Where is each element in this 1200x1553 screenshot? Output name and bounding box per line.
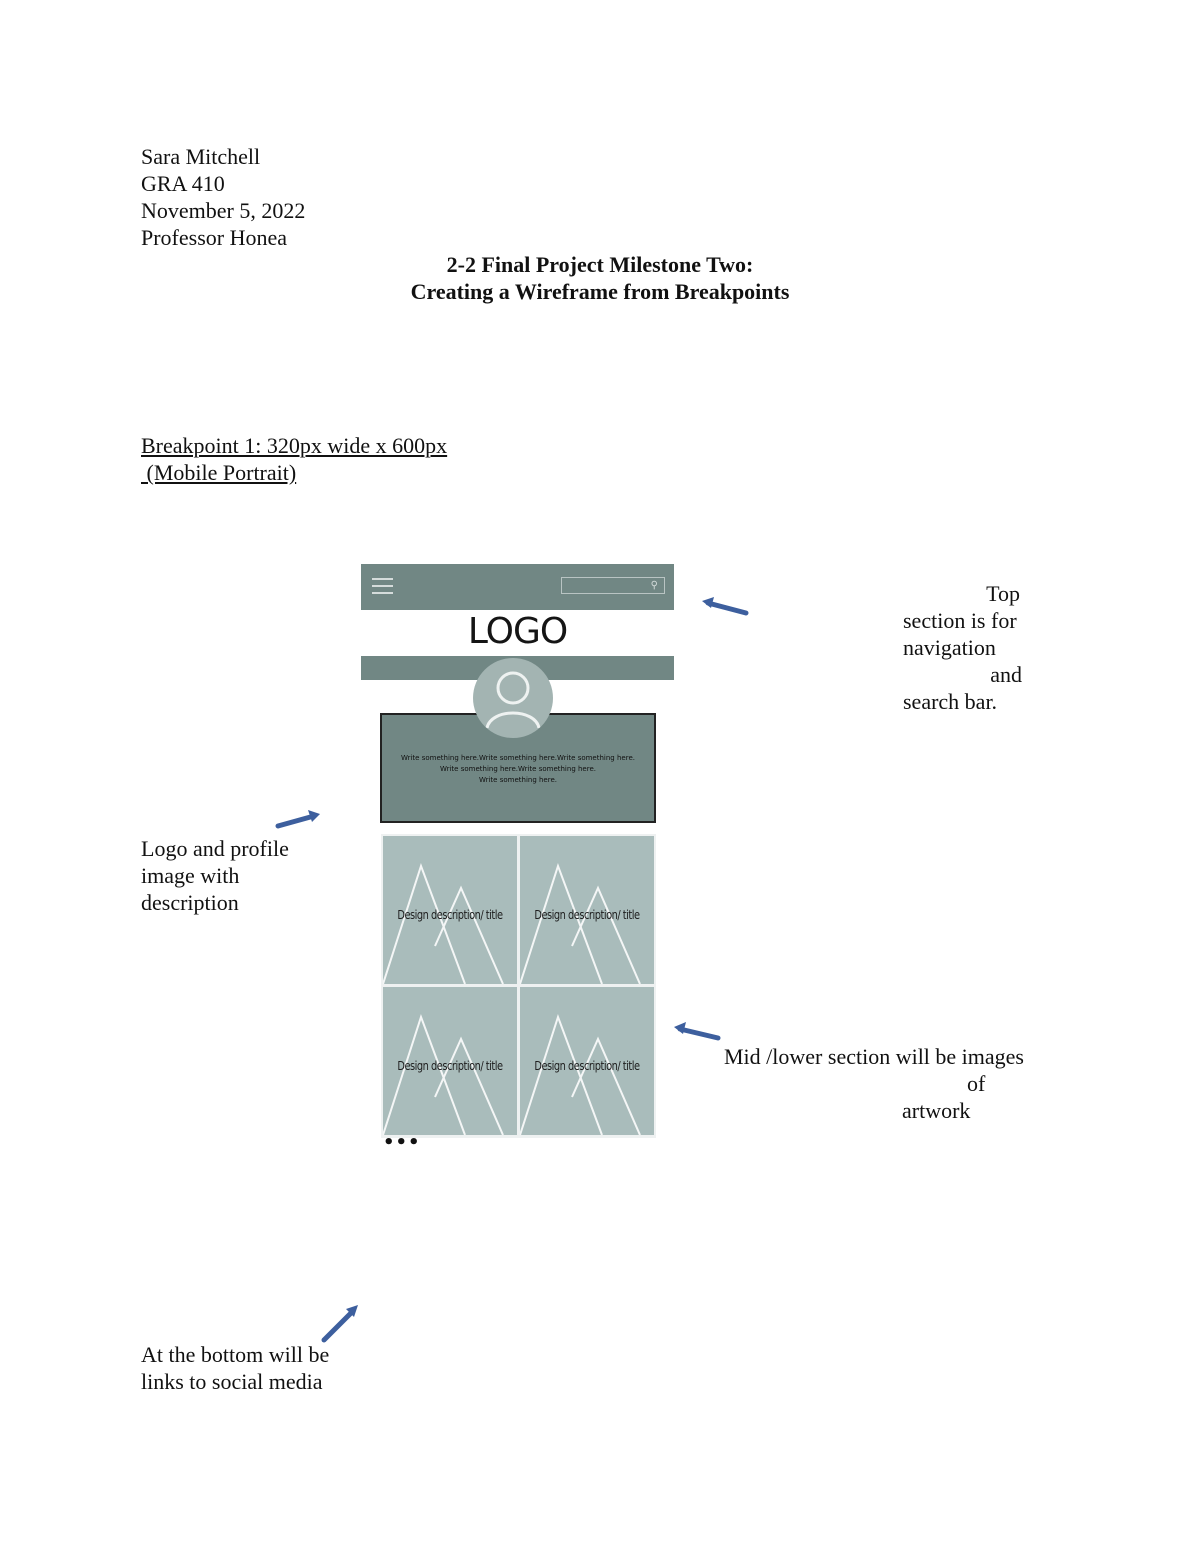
annotation-line: Top	[986, 581, 1020, 606]
course-code: GRA 410	[141, 171, 225, 196]
tile-label: Design description/ title	[534, 1059, 640, 1073]
author-name: Sara Mitchell	[141, 144, 261, 169]
artwork-tile: Design description/ title	[520, 987, 654, 1135]
profile-avatar-icon	[473, 658, 553, 738]
description-line: Write something here.Write something her…	[401, 754, 635, 762]
artwork-tile: Design description/ title	[383, 987, 517, 1135]
hamburger-menu-icon	[372, 578, 393, 596]
annotation-logo: Logo and profile image with description	[141, 835, 289, 916]
tile-label: Design description/ title	[534, 908, 640, 922]
artwork-tile: Design description/ title	[520, 836, 654, 984]
more-indicator: •••	[383, 1132, 421, 1153]
mobile-wireframe: ⚲ LOGO Write something here.Write someth…	[361, 564, 674, 1154]
annotation-line: At the bottom will be	[141, 1342, 330, 1367]
breakpoint-heading: Breakpoint 1: 320px wide x 600px (Mobile…	[141, 432, 447, 486]
title-line-1: 2-2 Final Project Milestone Two:	[446, 252, 754, 277]
document-date: November 5, 2022	[141, 198, 306, 223]
description-line: Write something here.Write something her…	[440, 765, 596, 773]
wireframe-nav-bar: ⚲	[361, 564, 674, 610]
annotation-line: links to social media	[141, 1369, 323, 1394]
annotation-line: search bar.	[903, 689, 998, 714]
arrow-mid-icon	[674, 1022, 721, 1041]
tile-label: Design description/ title	[397, 1059, 503, 1073]
description-text: Write something here.Write something her…	[392, 753, 644, 786]
annotation-line: of	[967, 1071, 986, 1096]
annotation-mid: Mid /lower section will be images of art…	[724, 1043, 1054, 1124]
annotation-line: and	[990, 662, 1022, 687]
search-bar: ⚲	[561, 577, 665, 594]
breakpoint-line-1: Breakpoint 1: 320px wide x 600px	[141, 433, 448, 458]
professor-name: Professor Honea	[141, 225, 288, 250]
annotation-line: Mid /lower section will be images	[724, 1044, 1024, 1069]
annotation-bottom: At the bottom will be links to social me…	[141, 1341, 329, 1395]
wireframe-logo: LOGO	[467, 611, 568, 652]
description-line: Write something here.	[479, 776, 557, 784]
artwork-tile: Design description/ title	[383, 836, 517, 984]
annotation-line: description	[141, 890, 239, 915]
annotation-line: image with	[141, 863, 240, 888]
annotation-top: Top section is for navigation and search…	[903, 580, 1028, 715]
annotation-line: Logo and profile	[141, 836, 289, 861]
arrow-bottom-icon	[321, 1305, 358, 1343]
search-icon: ⚲	[650, 580, 658, 591]
tile-label: Design description/ title	[397, 908, 503, 922]
arrow-top-icon	[702, 597, 749, 616]
title-line-2: Creating a Wireframe from Breakpoints	[410, 279, 790, 304]
annotation-line: navigation	[903, 635, 996, 660]
annotation-line: artwork	[902, 1098, 971, 1123]
artwork-grid: Design description/ title Design descrip…	[381, 834, 656, 1138]
arrow-logo-icon	[275, 810, 320, 829]
breakpoint-line-2: (Mobile Portrait)	[141, 460, 297, 485]
document-header: Sara Mitchell GRA 410 November 5, 2022 P…	[141, 143, 305, 251]
annotation-line: section is for	[903, 608, 1017, 633]
document-title: 2-2 Final Project Milestone Two: Creatin…	[300, 251, 900, 305]
